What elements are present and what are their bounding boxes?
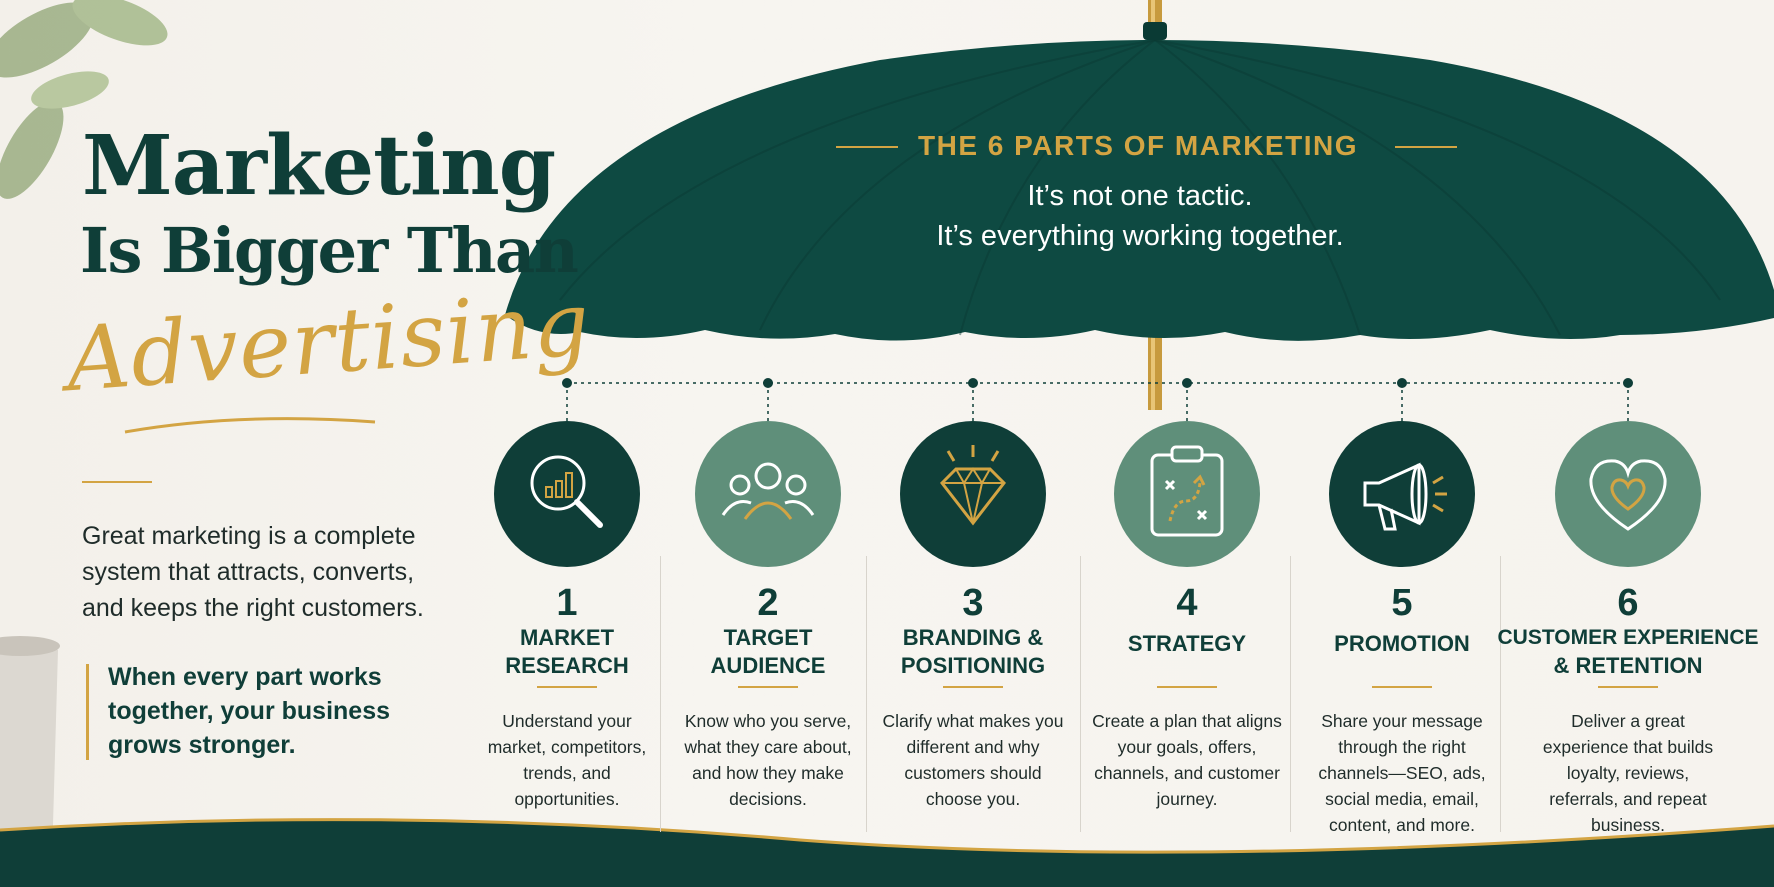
headline-line-2: Is Bigger Than: [80, 214, 579, 287]
part-6-rule: [1598, 686, 1658, 688]
part-2-title-line-1: TARGET: [723, 625, 813, 650]
umbrella-kicker: THE 6 PARTS OF MARKETING: [918, 130, 1358, 161]
part-1-number: 1: [556, 582, 578, 624]
connector-lines: [566, 382, 1629, 421]
column-divider: [1080, 556, 1081, 832]
part-5-number: 5: [1391, 582, 1413, 624]
part-3-title-line-2: POSITIONING: [900, 653, 1046, 678]
part-2-description: Know who you serve, what they care about…: [684, 711, 852, 809]
market-research-icon-circle: [494, 421, 640, 567]
column-divider: [1290, 556, 1291, 832]
target-audience-icon-circle: [695, 421, 841, 567]
part-3-number: 3: [962, 582, 984, 624]
strategy-icon-circle: [1114, 421, 1260, 567]
clipboard-plan-icon: [1150, 445, 1224, 537]
column-divider: [1500, 556, 1501, 832]
part-5-description: Share your message through the right cha…: [1318, 711, 1486, 835]
part-6-title-line-2: & RETENTION: [1553, 653, 1703, 678]
part-6-number: 6: [1617, 582, 1639, 624]
umbrella-tagline-2: It’s everything working together.: [936, 220, 1344, 252]
kicker-rule-right: [1395, 146, 1457, 148]
umbrella-canopy: [505, 22, 1774, 341]
umbrella-tagline-1: It’s not one tactic.: [1027, 180, 1253, 212]
part-1-title-line-2: RESEARCH: [505, 653, 629, 678]
part-4-rule: [1157, 686, 1217, 688]
part-5-title-line-1: PROMOTION: [1334, 631, 1470, 656]
part-5-rule: [1372, 686, 1432, 688]
bottom-wave-band: [0, 819, 1774, 887]
heart-icon: [1589, 459, 1667, 531]
column-divider: [660, 556, 661, 832]
part-2-title-line-2: AUDIENCE: [710, 653, 826, 678]
part-4-number: 4: [1176, 582, 1198, 624]
part-1-title-line-1: MARKET: [519, 625, 615, 650]
magnifier-chart-icon: [530, 455, 603, 528]
intro-quote: When every part works together, your bus…: [108, 663, 391, 759]
promotion-icon-circle: [1329, 421, 1475, 567]
part-1-description: Understand your market, competitors, tre…: [487, 711, 647, 809]
part-2-number: 2: [757, 582, 779, 624]
branding-icon-circle: [900, 421, 1046, 567]
headline-line-1: Marketing: [82, 118, 556, 214]
part-6-title-line-1: CUSTOMER EXPERIENCE: [1497, 626, 1759, 649]
plant-leaves-decoration: [0, 0, 168, 199]
part-2-rule: [738, 686, 798, 688]
intro-paragraph: Great marketing is a complete system tha…: [82, 522, 424, 622]
intro-divider: [82, 481, 152, 483]
part-3-rule: [943, 686, 1003, 688]
script-underline: [124, 417, 376, 434]
plant-pot-decoration: [0, 636, 60, 868]
part-6-description: Deliver a great experience that builds l…: [1542, 711, 1714, 835]
part-4-description: Create a plan that aligns your goals, of…: [1092, 711, 1282, 809]
column-divider: [866, 556, 867, 832]
people-group-icon: [721, 462, 815, 520]
retention-icon-circle: [1555, 421, 1701, 567]
diamond-icon: [940, 445, 1006, 526]
megaphone-icon: [1363, 462, 1447, 531]
part-4-title-line-1: STRATEGY: [1127, 631, 1247, 656]
part-3-title-line-1: BRANDING &: [902, 625, 1044, 650]
part-3-description: Clarify what makes you different and why…: [882, 711, 1064, 809]
quote-accent-bar: [86, 664, 89, 760]
kicker-rule-left: [836, 146, 898, 148]
part-1-rule: [537, 686, 597, 688]
